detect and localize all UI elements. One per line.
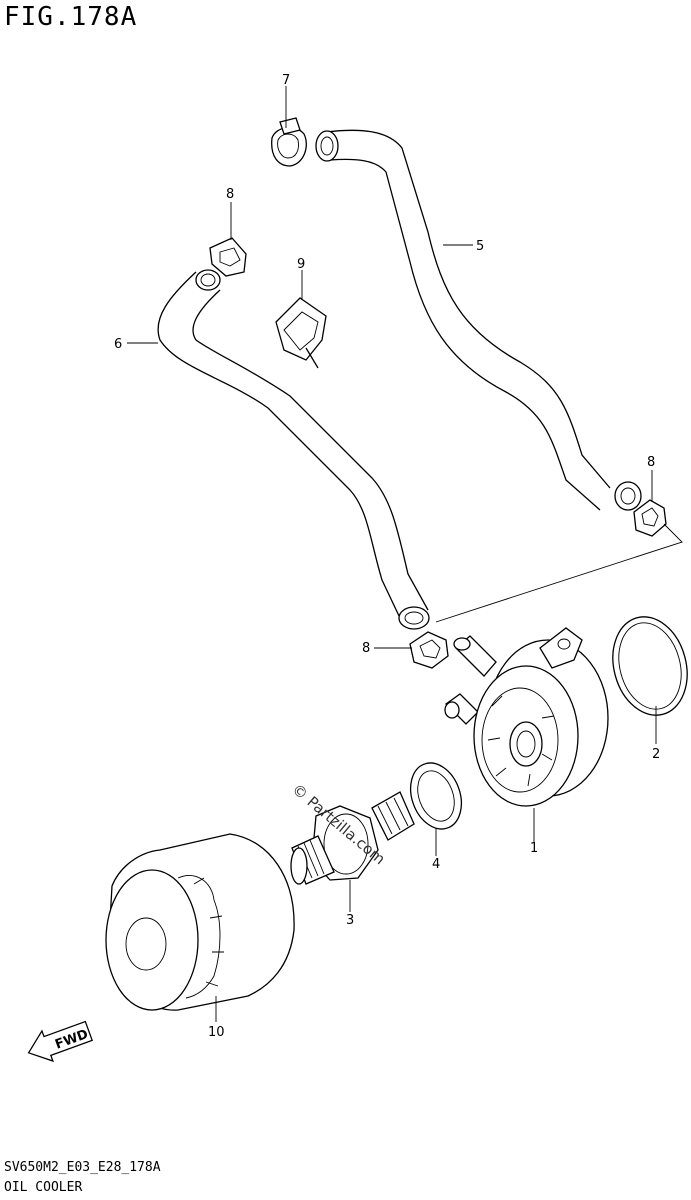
callout-8-lower: 8 — [362, 641, 370, 656]
callout-1: 1 — [530, 841, 538, 856]
hose-clamp-8-lower[interactable] — [409, 631, 449, 669]
callout-labels: 7 8 5 9 6 8 8 2 1 4 3 10 — [114, 73, 660, 1040]
callout-8-upper: 8 — [226, 187, 234, 202]
union-bolt-3[interactable] — [290, 791, 415, 885]
callout-10: 10 — [208, 1025, 225, 1040]
diagram-code: SV650M2_E03_E28_178A — [4, 1160, 161, 1175]
callout-4: 4 — [432, 857, 440, 872]
section-title: OIL COOLER — [4, 1180, 83, 1195]
callout-9: 9 — [297, 257, 305, 272]
figure-title: FIG.178A — [4, 2, 138, 32]
gasket-4[interactable] — [402, 756, 470, 836]
callout-8-right: 8 — [647, 455, 655, 470]
callout-3: 3 — [346, 913, 354, 928]
bracket-9[interactable] — [275, 297, 327, 369]
oil-cooler-1[interactable] — [444, 627, 609, 807]
oil-filter-10[interactable] — [105, 833, 295, 1011]
hose-clamp-8-right[interactable] — [633, 499, 667, 537]
callout-5: 5 — [476, 239, 484, 254]
hose-6[interactable] — [157, 269, 430, 630]
callout-2: 2 — [652, 747, 660, 762]
leader-lines — [127, 86, 683, 1022]
hose-clamp-7[interactable] — [271, 117, 307, 167]
callout-6: 6 — [114, 337, 122, 352]
hose-clamp-8-upper[interactable] — [209, 237, 247, 277]
callout-7: 7 — [282, 73, 290, 88]
o-ring-2[interactable] — [602, 608, 691, 723]
fwd-direction-arrow: FWD — [27, 1020, 94, 1063]
hose-5[interactable] — [315, 129, 642, 511]
